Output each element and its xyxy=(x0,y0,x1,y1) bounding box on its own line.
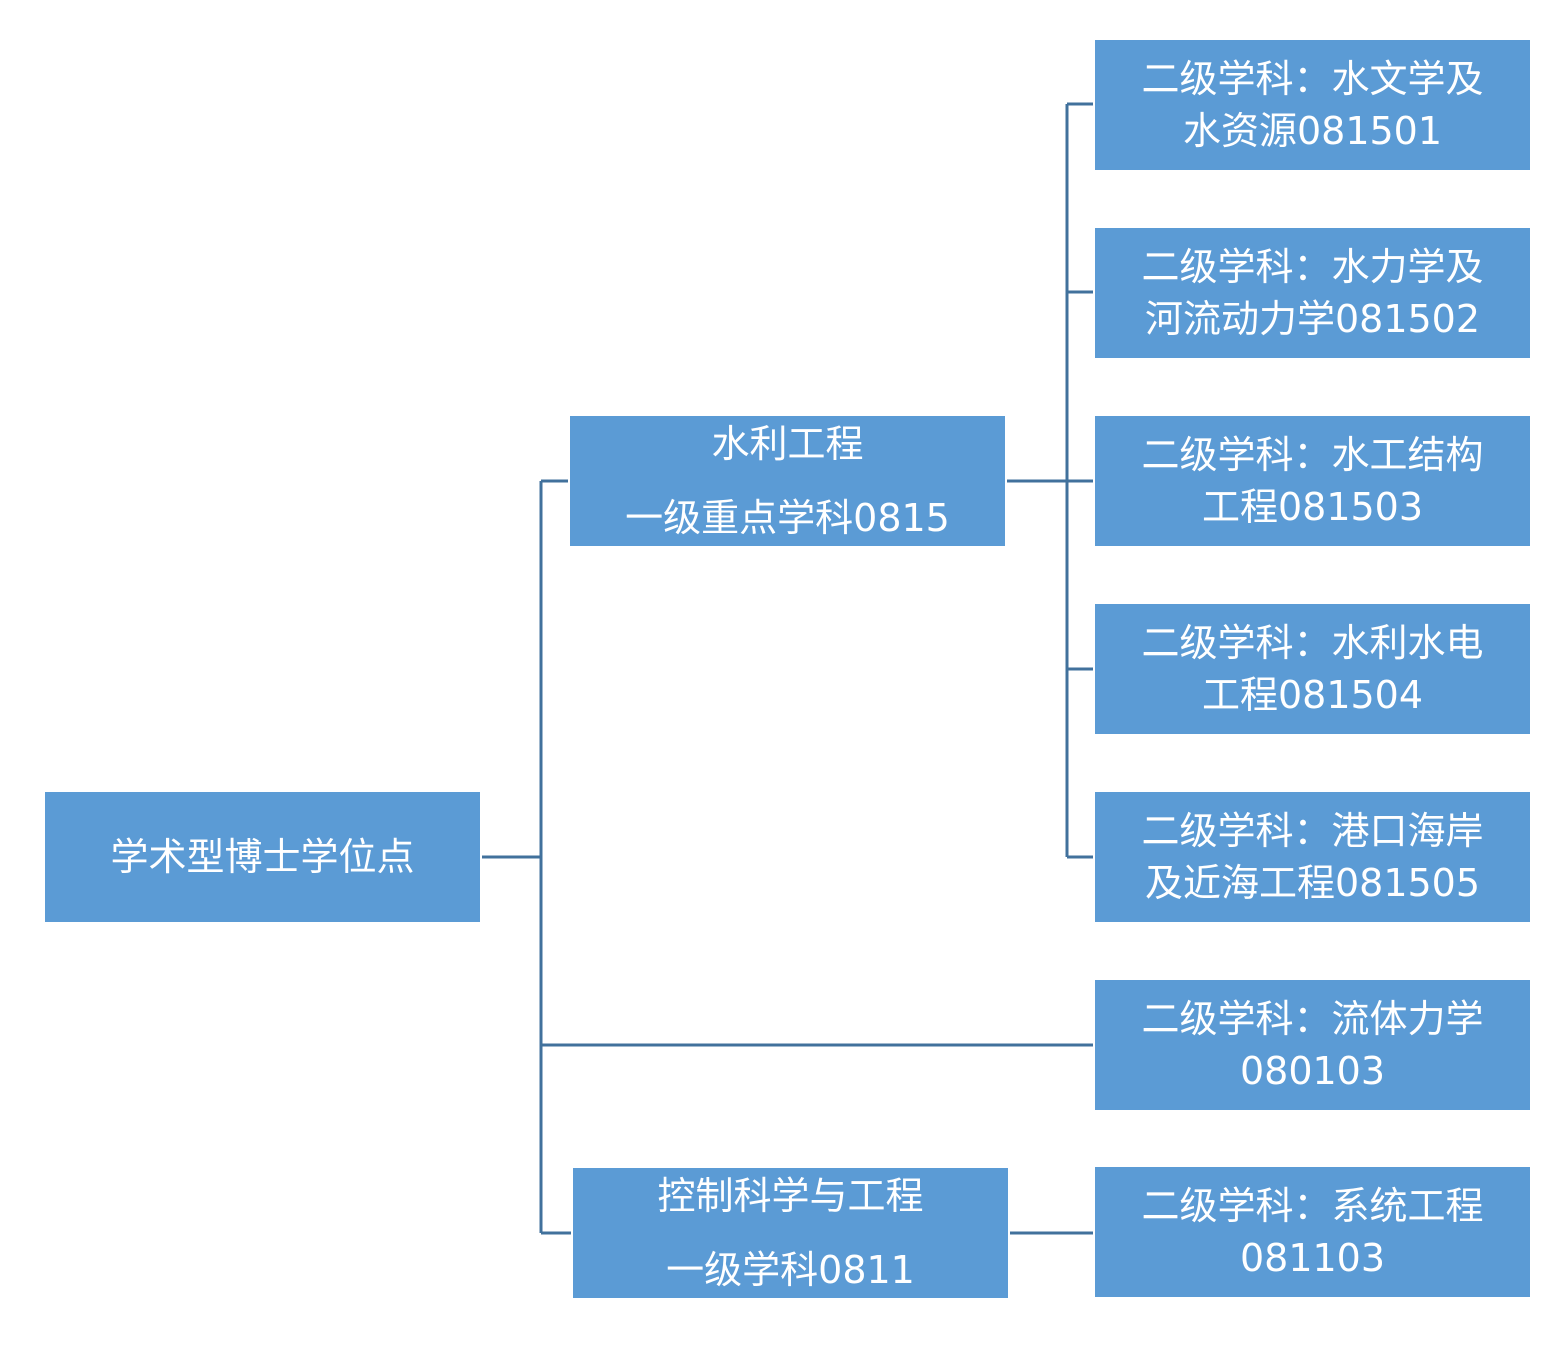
node-081501-line2: 水资源081501 xyxy=(1182,109,1443,153)
node-control-science: 控制科学与工程 一级学科0811 xyxy=(573,1168,1008,1298)
node-081103: 二级学科：系统工程 081103 xyxy=(1095,1167,1530,1297)
node-080103-line1: 二级学科：流体力学 xyxy=(1141,997,1484,1041)
node-081503-line2: 工程081503 xyxy=(1201,485,1424,529)
node-081501: 二级学科：水文学及 水资源081501 xyxy=(1095,40,1530,170)
node-080103: 二级学科：流体力学 080103 xyxy=(1095,980,1530,1110)
node-081505-line2: 及近海工程081505 xyxy=(1144,861,1481,905)
node-control-science-title: 控制科学与工程 xyxy=(657,1174,924,1218)
node-081504-line2: 工程081504 xyxy=(1201,673,1424,717)
node-water-engineering-code: 一级重点学科0815 xyxy=(625,496,950,540)
node-081504: 二级学科：水利水电 工程081504 xyxy=(1095,604,1530,734)
root-node: 学术型博士学位点 xyxy=(45,792,480,922)
node-081501-line1: 二级学科：水文学及 xyxy=(1141,57,1484,101)
node-081504-line1: 二级学科：水利水电 xyxy=(1141,621,1484,665)
node-081503: 二级学科：水工结构 工程081503 xyxy=(1095,416,1530,546)
node-081505-line1: 二级学科：港口海岸 xyxy=(1141,809,1484,853)
node-081502-line2: 河流动力学081502 xyxy=(1144,297,1481,341)
root-node-label: 学术型博士学位点 xyxy=(110,835,415,879)
node-081103-line1: 二级学科：系统工程 xyxy=(1141,1184,1484,1228)
node-081503-line1: 二级学科：水工结构 xyxy=(1141,433,1484,477)
node-080103-line2: 080103 xyxy=(1239,1049,1386,1093)
node-081502-line1: 二级学科：水力学及 xyxy=(1141,245,1484,289)
node-081505: 二级学科：港口海岸 及近海工程081505 xyxy=(1095,792,1530,922)
node-control-science-code: 一级学科0811 xyxy=(666,1248,915,1292)
node-081502: 二级学科：水力学及 河流动力学081502 xyxy=(1095,228,1530,358)
node-water-engineering: 水利工程 一级重点学科0815 xyxy=(570,416,1005,546)
node-water-engineering-title: 水利工程 xyxy=(711,422,864,466)
node-081103-line2: 081103 xyxy=(1239,1236,1386,1280)
